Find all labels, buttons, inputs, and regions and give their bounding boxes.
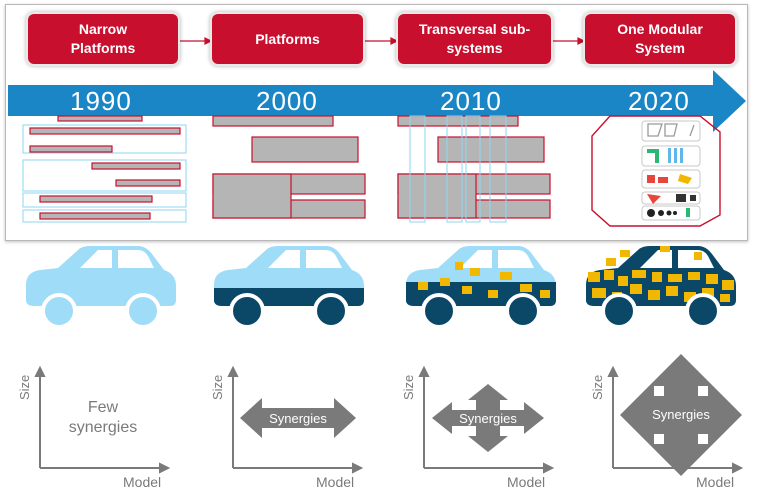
timeline-arrow: [8, 70, 746, 132]
axis-label-model: Model: [123, 474, 162, 490]
axis-label-size: Size: [17, 374, 32, 400]
axis-label-size: Size: [590, 374, 605, 400]
car-icon-2020: [586, 246, 736, 329]
narrow-platform-bars: [22, 115, 187, 223]
four-way-arrow-icon-large: [620, 354, 742, 476]
year-label: 2010: [440, 86, 502, 116]
axis-label-model: Model: [696, 474, 735, 490]
stage-box-transversal-subsystems: Transversal sub- systems: [398, 14, 551, 64]
stage-label: Platforms: [255, 30, 320, 47]
car-icon-2010: [406, 246, 556, 329]
stage-box-one-modular-system: One Modular System: [585, 14, 735, 64]
car-icon-1990: [26, 246, 176, 329]
year-label: 2020: [628, 86, 690, 116]
stage-label: One Modular System: [617, 21, 703, 56]
stage-label: Transversal sub- systems: [418, 21, 531, 56]
two-way-arrow-icon: [240, 398, 356, 438]
axis-label-size: Size: [401, 374, 416, 400]
few-synergies-label: Few synergies: [68, 399, 138, 436]
axis-label-model: Model: [507, 474, 546, 490]
platform-blocks: [212, 115, 366, 219]
car-icon-2000: [214, 246, 364, 329]
year-label: 1990: [70, 86, 132, 116]
subsystem-blocks: [397, 115, 551, 223]
synergies-label: Synergies: [459, 411, 517, 426]
four-way-arrow-icon-small: [432, 384, 544, 452]
stage-box-narrow-platforms: Narrow Platforms: [28, 14, 178, 64]
year-label: 2000: [256, 86, 318, 116]
stage-label: Narrow Platforms: [70, 21, 136, 56]
stage-connectors: [178, 37, 586, 45]
synergies-label: Synergies: [269, 411, 327, 426]
axis-label-model: Model: [316, 474, 355, 490]
axis-label-size: Size: [210, 374, 225, 400]
axes: [34, 365, 744, 474]
modular-system-icon: [591, 115, 721, 227]
stage-box-platforms: Platforms: [212, 14, 363, 64]
synergies-label: Synergies: [652, 407, 710, 422]
